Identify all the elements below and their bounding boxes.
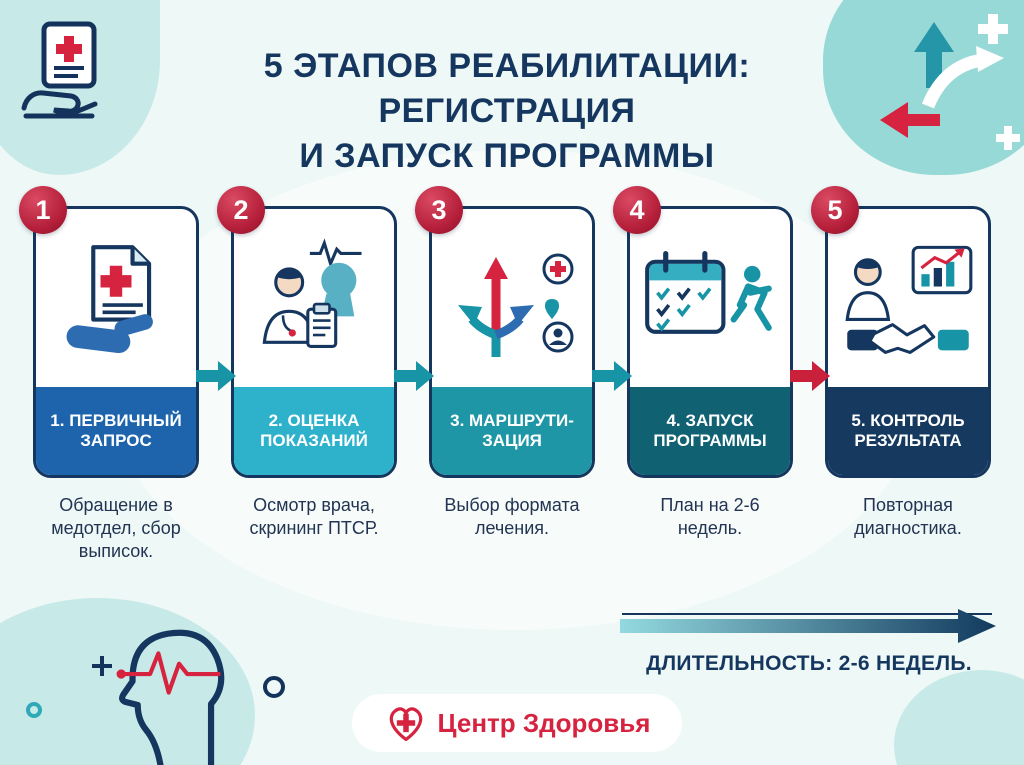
step-1: 1 1. ПЕРВИЧНЫЙ ЗАПРОС Обращение в медотд… (19, 186, 199, 563)
step-card: 3. МАРШРУТИ-ЗАЦИЯ (429, 206, 595, 478)
page-title-line1: 5 ЭТАПОВ РЕАБИЛИТАЦИИ: РЕГИСТРАЦИЯ (263, 47, 751, 130)
page-title: 5 ЭТАПОВ РЕАБИЛИТАЦИИ: РЕГИСТРАЦИЯ И ЗАП… (142, 44, 872, 179)
step-label: 2. ОЦЕНКА ПОКАЗАНИЙ (234, 387, 394, 475)
step-description: Выбор формата лечения. (444, 495, 580, 539)
hand-document-outline-icon (16, 18, 120, 131)
flow-arrow-1 (196, 360, 236, 392)
step-number: 1 (35, 194, 51, 225)
brand-logo: Центр Здоровья (352, 694, 682, 752)
step-number-badge: 4 (613, 186, 661, 234)
calendar-runner-icon (630, 209, 790, 387)
step-number-badge: 2 (217, 186, 265, 234)
step-number: 4 (629, 194, 645, 225)
step-4: 4 4. ЗАПУСК ПРОГРАММЫ (613, 186, 793, 540)
duration-label: ДЛИТЕЛЬНОСТЬ: 2-6 НЕДЕЛЬ. (646, 652, 972, 675)
doctor-assessment-icon (234, 209, 394, 387)
step-3: 3 3. МАРШРУТИ- (415, 186, 595, 540)
heart-cross-icon (389, 707, 422, 742)
step-description: Повторная диагностика. (854, 495, 962, 539)
ring-decor-icon (263, 676, 285, 698)
step-description: Обращение в медотдел, сбор выписок. (51, 495, 181, 562)
step-label: 3. МАРШРУТИ-ЗАЦИЯ (432, 387, 592, 475)
handshake-chart-icon (828, 209, 988, 387)
step-number: 2 (233, 194, 249, 225)
flow-arrow-2 (394, 360, 434, 392)
step-number: 5 (827, 194, 843, 225)
duration-arrow (620, 606, 998, 651)
flow-arrow-3 (592, 360, 632, 392)
routing-arrows-icon (432, 209, 592, 387)
step-card: 2. ОЦЕНКА ПОКАЗАНИЙ (231, 206, 397, 478)
plus-decor-icon (92, 656, 112, 676)
hand-document-icon (36, 209, 196, 387)
step-card: 5. КОНТРОЛЬ РЕЗУЛЬТАТА (825, 206, 991, 478)
step-label: 4. ЗАПУСК ПРОГРАММЫ (630, 387, 790, 475)
step-5: 5 5. КОНТРОЛЬ РЕЗУЛЬТАТА (811, 186, 991, 540)
step-description: Осмотр врача, скрининг ПТСР. (249, 495, 379, 539)
head-pulse-icon (100, 610, 256, 765)
step-number: 3 (431, 194, 447, 225)
small-ring-decor-icon (26, 702, 42, 718)
step-label: 5. КОНТРОЛЬ РЕЗУЛЬТАТА (828, 387, 988, 475)
step-number-badge: 1 (19, 186, 67, 234)
step-number-badge: 5 (811, 186, 859, 234)
decor-blob-bottom-right (894, 670, 1024, 765)
brand-name: Центр Здоровья (437, 707, 651, 738)
step-label: 1. ПЕРВИЧНЫЙ ЗАПРОС (36, 387, 196, 475)
direction-arrows-icon (872, 6, 1022, 159)
step-card: 1. ПЕРВИЧНЫЙ ЗАПРОС (33, 206, 199, 478)
step-2: 2 2. ОЦЕНКА ПО (217, 186, 397, 540)
flow-arrow-4 (790, 360, 830, 392)
step-description: План на 2-6 недель. (660, 495, 760, 539)
step-number-badge: 3 (415, 186, 463, 234)
page-title-line2: И ЗАПУСК ПРОГРАММЫ (299, 136, 715, 175)
step-card: 4. ЗАПУСК ПРОГРАММЫ (627, 206, 793, 478)
